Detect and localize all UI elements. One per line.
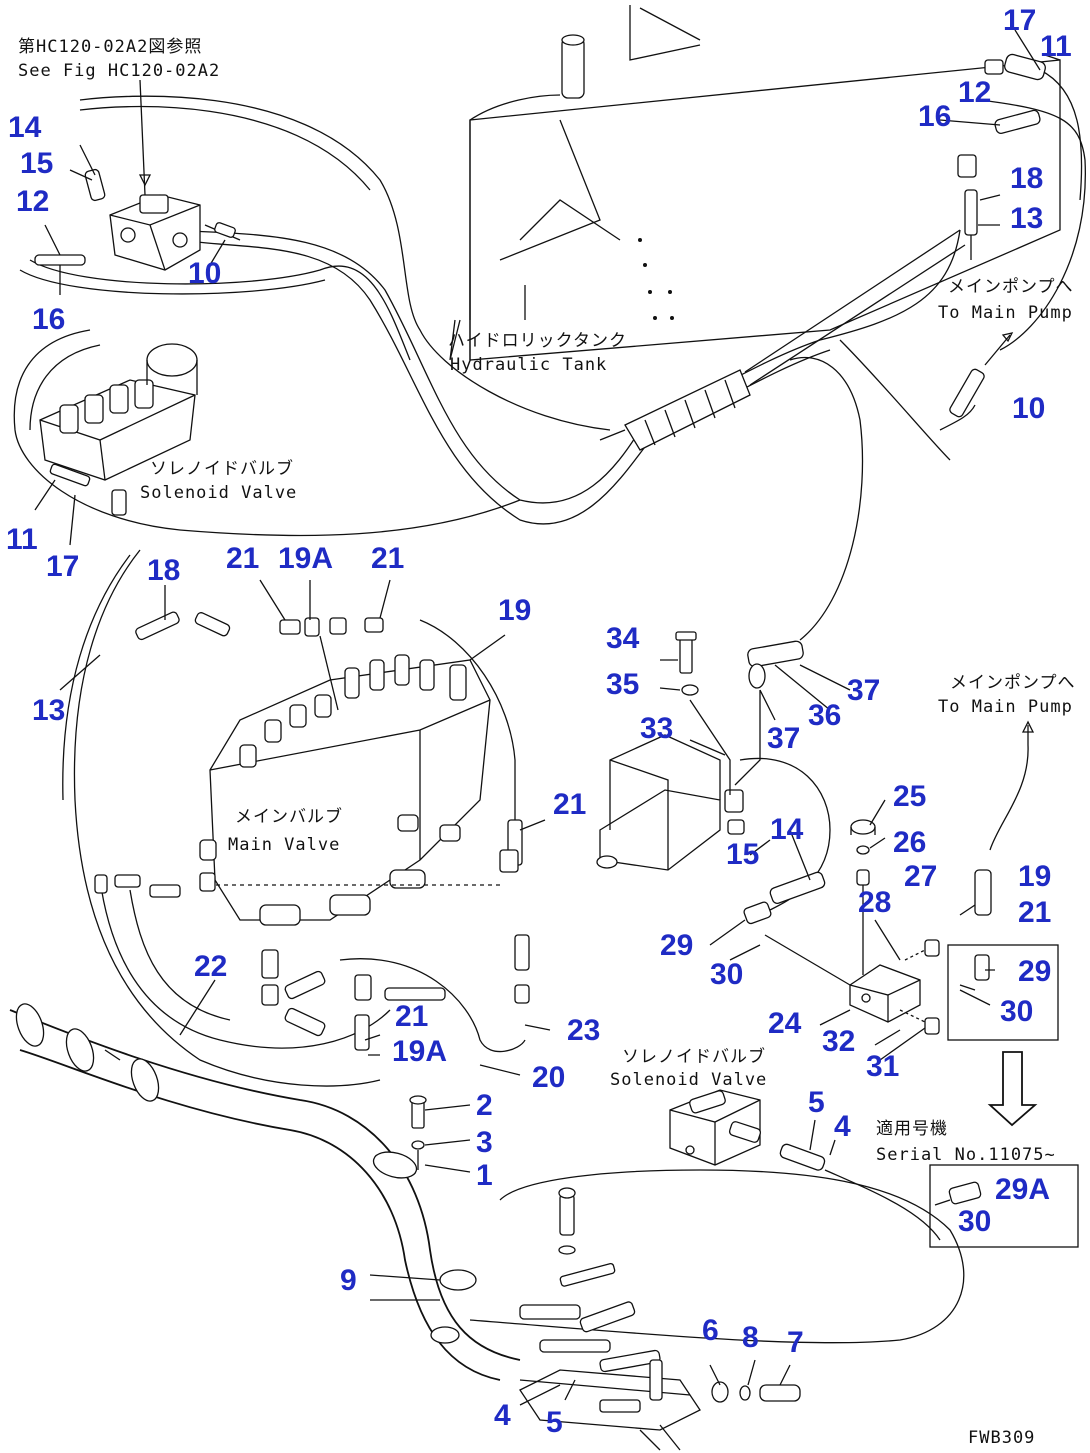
solenoid-label-ja-1: ソレノイドバルブ: [150, 458, 294, 479]
part-number: 19A: [278, 542, 333, 575]
part-number: 5: [808, 1086, 825, 1119]
part-numbers: 17 11 12 16 18 13 10 14 15 12 10 16 11 1…: [6, 4, 1072, 1439]
part-number: 21: [553, 788, 586, 821]
protective-sleeve: [624, 229, 966, 451]
corrugated-hose: [15, 1003, 477, 1344]
part-number: 1: [476, 1159, 493, 1192]
pedal-bracket-assembly: [519, 1187, 801, 1451]
part-number: 15: [726, 838, 759, 871]
part-number: 28: [858, 886, 891, 919]
part-number: 10: [1012, 392, 1045, 425]
hose-lines: [9, 69, 1086, 1381]
part-number: 16: [918, 100, 951, 133]
leader-lines: [34, 29, 1061, 1406]
part-number: 21: [1018, 896, 1051, 929]
clamp-bolt: [409, 1095, 427, 1170]
part-number: 12: [958, 76, 991, 109]
part-number: 20: [532, 1061, 565, 1094]
inset-box-lower: [929, 1164, 1079, 1248]
part-number: 37: [767, 722, 800, 755]
inset-box-upper: [947, 944, 1059, 1041]
part-number: 17: [1003, 4, 1036, 37]
part-number: 37: [847, 674, 880, 707]
to-pump-label-en-1: To Main Pump: [938, 303, 1073, 323]
see-fig-label-ja: 第HC120-02A2図参照: [18, 37, 202, 57]
part-number: 7: [787, 1326, 804, 1359]
part-number: 31: [866, 1050, 899, 1083]
part-number: 26: [893, 826, 926, 859]
part-number: 2: [476, 1089, 493, 1122]
part-number: 4: [834, 1110, 851, 1143]
top-right-fittings: [939, 53, 1046, 916]
part-number: 11: [1040, 30, 1072, 63]
part-number: 13: [32, 694, 65, 727]
part-number: 15: [20, 147, 53, 180]
main-valve-fittings: [94, 611, 530, 1051]
to-pump-label-ja-1: メインポンプへ: [948, 277, 1074, 297]
part-number: 19A: [392, 1035, 447, 1068]
solenoid-valve-bottom: [669, 1089, 826, 1171]
part-number: 6: [702, 1314, 719, 1347]
part-number: 21: [371, 542, 404, 575]
part-number: 19: [498, 594, 531, 627]
tank-label-ja: ハイドロリックタンク: [448, 331, 627, 351]
part-number: 4: [494, 1399, 511, 1432]
part-number: 18: [1010, 162, 1043, 195]
drawing-code: FWB309: [968, 1428, 1035, 1448]
part-number: 21: [226, 542, 259, 575]
solenoid-valve-left: [39, 343, 198, 516]
part-number: 22: [194, 950, 227, 983]
part-number: 25: [893, 780, 926, 813]
arrow-down: [987, 1051, 1038, 1127]
part-number: 5: [546, 1406, 563, 1439]
solenoid-label-ja-2: ソレノイドバルブ: [622, 1046, 766, 1067]
to-pump-label-ja-2: メインポンプへ: [950, 673, 1076, 693]
part-number: 12: [16, 185, 49, 218]
serial-label-en: Serial No.11075~: [876, 1145, 1056, 1165]
part-number: 23: [567, 1014, 600, 1047]
part-number: 30: [958, 1205, 991, 1238]
main-valve-label-ja: メインバルブ: [235, 806, 343, 827]
part-number: 32: [822, 1025, 855, 1058]
tank-label-en: Hydraulic Tank: [450, 355, 607, 375]
part-number: 29A: [995, 1173, 1050, 1206]
serial-label-ja: 適用号機: [876, 1119, 948, 1139]
solenoid-label-en-2: Solenoid Valve: [610, 1070, 767, 1090]
main-valve-label-en: Main Valve: [228, 835, 340, 855]
part-number: 13: [1010, 202, 1043, 235]
part-number: 36: [808, 699, 841, 732]
part-number: 34: [606, 622, 640, 655]
part-number: 16: [32, 303, 65, 336]
part-number: 11: [6, 523, 38, 556]
part-number: 17: [46, 550, 79, 583]
part-number: 30: [1000, 995, 1033, 1028]
solenoid-label-en-1: Solenoid Valve: [140, 483, 297, 503]
part-number: 14: [8, 111, 42, 144]
part-number: 10: [188, 257, 221, 290]
see-fig-label-en: See Fig HC120-02A2: [18, 61, 220, 81]
part-number: 21: [395, 1000, 428, 1033]
part-number: 27: [904, 860, 937, 893]
part-number: 29: [660, 929, 693, 962]
solenoid-block: [743, 819, 940, 1035]
part-number: 19: [1018, 860, 1051, 893]
part-number: 9: [340, 1264, 357, 1297]
bracket: [596, 631, 804, 871]
part-number: 33: [640, 712, 673, 745]
pilot-valve-top-left: [34, 79, 241, 271]
to-pump-label-en-2: To Main Pump: [938, 697, 1073, 717]
part-number: 29: [1018, 955, 1051, 988]
text-labels: 第HC120-02A2図参照 See Fig HC120-02A2 ハイドロリッ…: [18, 37, 1076, 1448]
part-number: 35: [606, 668, 639, 701]
part-number: 18: [147, 554, 180, 587]
part-number: 30: [710, 958, 743, 991]
part-number: 24: [768, 1007, 802, 1040]
part-number: 3: [476, 1126, 493, 1159]
main-valve: [199, 654, 491, 926]
part-number: 14: [770, 813, 804, 846]
part-number: 8: [742, 1321, 759, 1354]
hydraulic-tank: [469, 5, 1061, 361]
